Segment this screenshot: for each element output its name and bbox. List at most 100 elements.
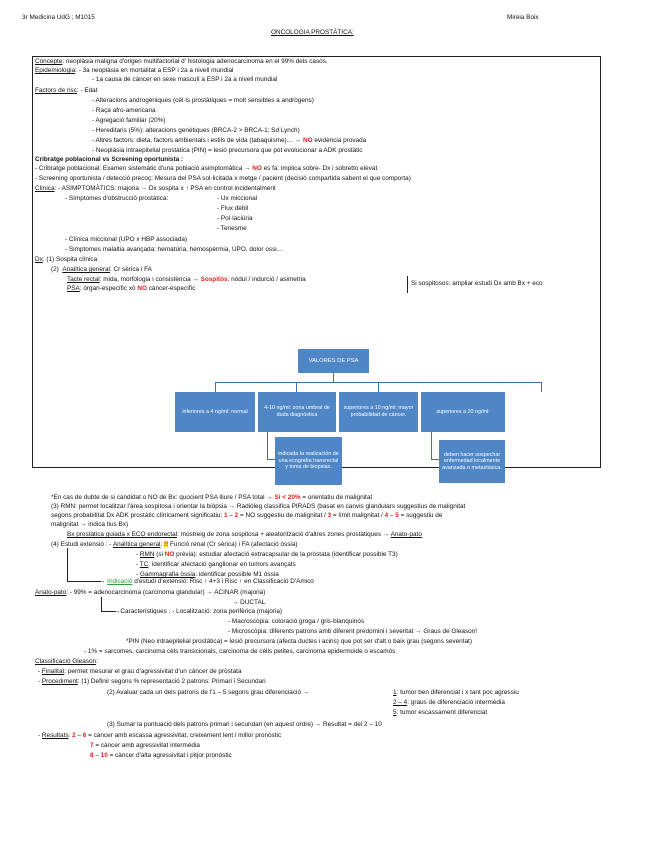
dx-label: Dx: [35, 256, 43, 263]
gleason-res1-val: 2 – 6: [72, 732, 87, 739]
factors-label: Factors de risc: [35, 87, 77, 94]
clinica-obstruccio: - Símptomes d'obstrucció prostàtica:: [65, 195, 169, 202]
dx-rmn-line3: malignitat → indica tius Bx): [51, 521, 129, 528]
factors-item-2: - Raça afro-americana: [92, 107, 156, 114]
flow-sub-4: deben hacer sospechar enfermedad localme…: [439, 440, 505, 483]
gleason-res-label: Resultats: [41, 732, 69, 739]
dx-tacte: Tacte rectal: mida, morfologia i consist…: [67, 276, 306, 284]
flow-node-1: inferiores a 4 ng/ml: normal: [175, 392, 255, 432]
flow-root-stem: [333, 373, 334, 382]
clinica-asimpt: : - ASIMPTOMÀTICS: majoria → Dx sospita …: [54, 185, 276, 192]
dx-ext-analitica: (4) Estudi extensió : - Analítica genera…: [51, 541, 298, 548]
flow-drop-2: [296, 382, 297, 392]
flow-sub4-connector-h: [431, 459, 439, 460]
clinica-label: Clínica: [35, 185, 55, 192]
epidemiologia-line2: - 1a causa de càncer en sexe masculí a E…: [92, 76, 278, 83]
clinica-avancada: - Simptomes malaltia avançada: hematúria…: [65, 246, 284, 253]
concepte-line: Concepte: neoplàsia maligna d'origen mul…: [35, 58, 328, 66]
cribratge-line1-post: es fa: implica sobre- Dx i sobretto elev…: [263, 165, 378, 172]
dx-ext-gamma: - Gammagrafia òssia: identificar possibl…: [136, 571, 279, 578]
dx-ext-rmn-pre: (si: [156, 551, 163, 558]
dx-ext-rmn-label: RMN: [139, 551, 155, 558]
dx-ext-ind-rest: d'estudi d'extensió: Risc ↑ 4+3 i Risc ↑…: [134, 578, 314, 585]
dx-ext-arrow-line: [67, 548, 101, 582]
gleason-res2-rest: = càncer amb agressivitat intermèdia: [95, 742, 200, 749]
factors-item-4: - Hereditaris (5%): alteracions genètiqu…: [92, 127, 300, 134]
gleason-g24: 2 – 4: graus de diferenciació intermèdia: [393, 699, 505, 707]
dx-psa-label: PSA: [67, 285, 80, 292]
clinica-line: Clínica: - ASIMPTOMÀTICS: majoria → Dx s…: [35, 185, 276, 193]
dx-p2-num: (2): [51, 266, 59, 273]
gleason-proc1: : (1) Definir segons % representació 2 p…: [77, 678, 266, 685]
flow-root: VALORES DE PSA: [298, 349, 369, 373]
dx-tacte-post: : nòdul / indurció / asimetria: [227, 276, 306, 283]
factors-item-1: - Alteracions androgèniques (cèl·ls pros…: [92, 97, 314, 104]
dx-ext-warn: !!: [163, 541, 169, 548]
dx-dubte: *En cas de dubte de si candidat o NO de …: [51, 494, 372, 502]
cribratge-line1-pre: - Cribratge poblacional: Examen sistemàt…: [35, 165, 251, 172]
anato-one: - 1% = sarcomes, carcinoma cèls transici…: [84, 648, 396, 655]
dx-tacte-label: Tacte rectal: [67, 276, 100, 283]
gleason-res1-rest: = càncer amb escassa agressivitat, creix…: [88, 732, 282, 739]
gleason-g5-val: 5: [393, 709, 397, 716]
anato-arrow-line: [101, 597, 116, 612]
anato-pin: *PIN (Neo intraepitelial prostàtica) = l…: [126, 638, 472, 645]
cribratge-line1: - Cribratge poblacional: Examen sistemàt…: [35, 165, 377, 173]
anato-caract-label: Característiques :: [120, 608, 171, 615]
clinica-miccional: - Clínica miccional (UPO x HBP associada…: [65, 236, 188, 243]
flow-drop-1: [215, 382, 216, 392]
clinica-symptom-2: - Pol·laciúria: [217, 215, 253, 222]
dx-line: Dx: (1) Sospita clínica: [35, 256, 97, 264]
factors-line: Factors de risc: - Edat: [35, 87, 98, 95]
gleason-g1-rest: : tumor ben diferenciat i x tant poc agr…: [396, 689, 519, 696]
factors-altres: - Altres factors: dieta, factors ambient…: [92, 137, 366, 145]
flow-sub4-connector: [431, 432, 432, 460]
cribratge-line1-no: NO: [252, 165, 262, 172]
dx-p2-title: Analítica general: [62, 266, 110, 273]
gleason-res2-val: 7: [90, 742, 94, 749]
dx-p2: (2) Analítica general: Cr sèrica i FA: [51, 266, 152, 274]
dx-rmn-mid2: = límit malignitat /: [332, 512, 383, 519]
dx-rmn-3: 3: [327, 512, 332, 519]
factors-item-3: - Agregació familiar (20%): [92, 117, 166, 124]
gleason-g1-val: 1: [393, 689, 397, 696]
dx-ext-rmn-no: NO: [164, 551, 175, 558]
dx-ext-gamma-label: Gammagrafia òssia: [139, 571, 196, 578]
dx-ext-tc-rest: : identificar afectació ganglionar en tu…: [148, 561, 296, 568]
dx-rmn-mid1: = NO suggestiu de malignitat /: [240, 512, 326, 519]
dx-dubte-val: Si < 20%: [274, 494, 301, 501]
gleason-proc: - Procediment: (1) Definir segons % repr…: [38, 678, 266, 685]
factors-item-0: : - Edat: [76, 87, 98, 94]
dx-psa-pre: : òrgan-específic xò: [79, 285, 136, 292]
flow-node-2: 4-10 ng/ml: zona umbral de duda diagnóst…: [258, 392, 336, 432]
gleason-title: Classificació Gleason:: [35, 658, 98, 666]
flow-node-4: superiores a 20 ng/ml:: [421, 392, 505, 432]
gleason-g5: 5: tumor escassament diferenciat: [393, 709, 487, 717]
gleason-res3: 8 – 10 = càncer d'alta agressivitat i pi…: [90, 752, 232, 760]
dx-ext-num: (4) Estudi extensió :: [51, 541, 108, 548]
flow-node-3: superiores a 10 ng/ml: mayor probabilida…: [339, 392, 418, 432]
gleason-proc3: (3) Sumar la puntuació dels patrons prim…: [107, 721, 382, 728]
dx-ext-rmn-post: prèvia): estudiar afectació extracapsula…: [176, 551, 398, 558]
anato-label: Anato-pato: [35, 589, 67, 596]
concepte-label: Concepte: [35, 58, 63, 65]
anato-macro: - Macroscòpia: coloració groga / gris-bl…: [228, 618, 365, 625]
anato-line: Anato-pato: - 99% = adenocarcinoma (carc…: [35, 589, 265, 597]
anato-loc: - Localització: zona perifèrica (majoria…: [172, 608, 283, 615]
epidemiologia-label: Epidemiologia: [35, 67, 76, 74]
epidemiologia-line: Epidemiologia: - 3a neoplàsia en mortali…: [35, 67, 233, 75]
gleason-res2: 7 = càncer amb agressivitat intermèdia: [90, 742, 200, 750]
dx-rmn-line2-pre: segons probabilitat Dx ADK prostàtic clí…: [51, 512, 223, 519]
dx-ext-ind-label: Indicació: [107, 578, 133, 585]
gleason-fin-rest: : permet mesurar el grau d'agressivitat …: [64, 668, 242, 675]
dx-psa: PSA: òrgan-específic xò NO càncer-especí…: [67, 285, 195, 293]
gleason-res3-rest: = càncer d'alta agressivitat i pitjor pr…: [109, 752, 232, 759]
flow-drop-3: [378, 382, 379, 392]
flow-drop-4: [541, 382, 542, 392]
dx-rmn-12: 1 – 2: [224, 512, 239, 519]
flow-sub2-connector-h: [267, 459, 275, 460]
factors-pin: - Neoplàsia intraepitelial prostàtica (P…: [92, 147, 363, 154]
factors-altres-post: evidència provada: [314, 137, 367, 144]
dx-bx-rest: : mostreig de zona sospitosa + aleatorit…: [177, 531, 390, 538]
dx-rmn-end: = suggestiu de: [400, 512, 443, 519]
